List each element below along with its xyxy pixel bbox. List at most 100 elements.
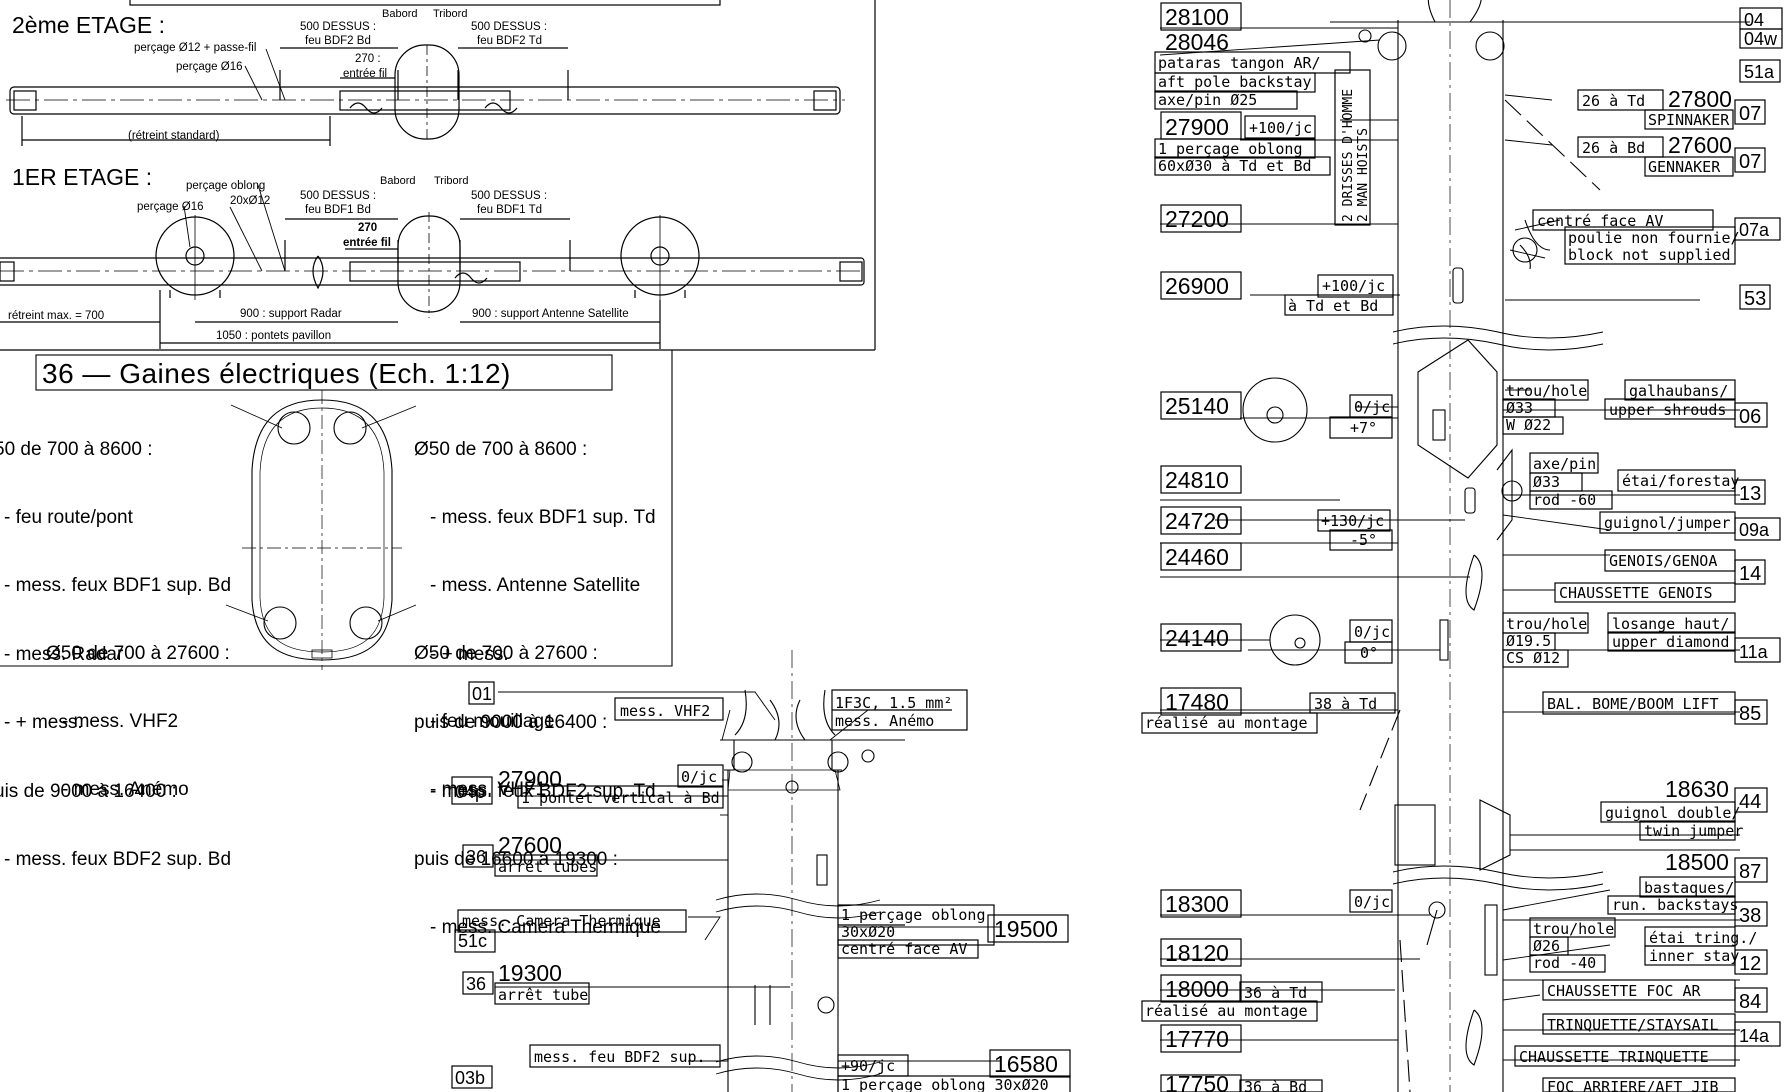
- conduits-tl-6: uis de 9000 à 16400 :: [0, 780, 177, 802]
- conduits-tr-2: - mess. feux BDF1 sup. Td: [430, 506, 656, 528]
- label-oblong: 1 perçage oblong: [1158, 140, 1303, 158]
- label-td38: 38 à Td: [1314, 695, 1377, 713]
- floor1-hole-b: perçage Ø16: [137, 201, 204, 213]
- tag-87: 87: [1739, 861, 1761, 883]
- label-centre: centré face AV: [1537, 212, 1663, 230]
- floor1-top-right-2: feu BDF1 Td: [477, 204, 542, 216]
- conduits-top-left: 50 de 700 à 8600 : - feu route/pont - me…: [0, 393, 231, 895]
- label-angle-0: 0°: [1360, 644, 1378, 662]
- tag-04: 04: [1744, 10, 1764, 30]
- label-d26: Ø26: [1533, 937, 1560, 955]
- label-chaussette-foc: CHAUSSETTE FOC AR: [1547, 982, 1701, 1000]
- tag-44: 44: [1739, 791, 1761, 813]
- label-etai-tring: étai tring./: [1649, 929, 1757, 947]
- conduits-br-3: - mess. VHF1: [430, 779, 547, 801]
- label-poulie: poulie non fournie/: [1568, 229, 1740, 247]
- floor1-group: [0, 0, 876, 351]
- label-size: 60xØ30 à Td et Bd: [1158, 157, 1312, 175]
- height-25140: 25140: [1165, 393, 1229, 419]
- floor1-hole-a-1: perçage oblong: [186, 180, 265, 192]
- label-chaussette-genois: CHAUSSETTE GENOIS: [1559, 584, 1713, 602]
- label-drisses: 2 DRISSES D'HOMME: [1341, 89, 1356, 222]
- floor1-top-right-1: 500 DESSUS :: [471, 190, 547, 202]
- mast-dashed-stays: [1359, 99, 1601, 1092]
- floor1-top-left-1: 500 DESSUS :: [300, 190, 376, 202]
- floor1-dim-pontets: 1050 : pontets pavillon: [216, 330, 331, 342]
- label-jc100-b: +100/jc: [1322, 277, 1385, 295]
- conduits-br-1: Ø50 de 700 à 27600 :: [414, 642, 598, 664]
- label-cable: 1F3C, 1.5 mm²: [835, 694, 952, 712]
- label-size-top: 30xØ20: [841, 923, 895, 941]
- label-montage-2: réalisé au montage: [1145, 1002, 1308, 1020]
- conduits-title: 36 — Gaines électriques (Ech. 1:12): [42, 358, 511, 389]
- floor1-dim-left: rétreint max. = 700: [8, 310, 104, 322]
- height-19300: 19300: [498, 960, 562, 986]
- tag-03b: 03b: [455, 1068, 485, 1088]
- mast-boxes: [1141, 2, 1783, 1092]
- label-aft-pole: aft pole backstay: [1158, 73, 1312, 91]
- floor1-leaders: [183, 184, 286, 272]
- conduits-top-right: Ø50 de 700 à 8600 : - mess. feux BDF1 su…: [414, 393, 661, 963]
- floor2-tribord: Tribord: [433, 8, 467, 20]
- tag-11a: 11a: [1739, 642, 1769, 662]
- height-18500: 18500: [1665, 849, 1729, 875]
- tag-36-b: 36: [466, 974, 486, 994]
- label-centre-top: centré face AV: [841, 940, 967, 958]
- height-24810: 24810: [1165, 467, 1229, 493]
- height-18300: 18300: [1165, 891, 1229, 917]
- height-17750: 17750: [1165, 1071, 1229, 1092]
- tag-07-a: 07: [1739, 103, 1761, 125]
- label-cs12: CS Ø12: [1506, 649, 1560, 667]
- tag-14a: 14a: [1739, 1026, 1770, 1046]
- label-rod60: rod -60: [1533, 491, 1596, 509]
- conduits-bottom-right: Ø50 de 700 à 27600 : - feu mouillage - m…: [414, 597, 598, 825]
- floor2-top-left-1: 500 DESSUS :: [300, 21, 376, 33]
- label-chaussette-trinq: CHAUSSETTE TRINQUETTE: [1519, 1048, 1709, 1066]
- tag-13: 13: [1739, 483, 1761, 505]
- label-trinquette: TRINQUETTE/STAYSAIL: [1547, 1016, 1719, 1034]
- mast-drawing: [1242, 0, 1750, 1092]
- label-montage: réalisé au montage: [1145, 714, 1308, 732]
- conduits-tr-1: Ø50 de 700 à 8600 :: [414, 438, 588, 460]
- floor2-leaders: [244, 48, 286, 101]
- floor2-wire-1: 270 :: [355, 53, 381, 65]
- floor1-dim-radar: 900 : support Radar: [240, 308, 342, 320]
- tag-07-b: 07: [1739, 151, 1761, 173]
- tag-12: 12: [1739, 953, 1761, 975]
- tag-36-a: 36: [466, 847, 486, 867]
- floor1-dim-sat: 900 : support Antenne Satellite: [472, 308, 629, 320]
- label-td-bd: à Td et Bd: [1288, 297, 1378, 315]
- conduits-bl-3: - mess. Anémo: [62, 779, 189, 801]
- conduits-br-2: - feu mouillage: [430, 710, 555, 732]
- label-jc100-a: +100/jc: [1249, 119, 1312, 137]
- label-bdf2: mess. feu BDF2 sup.: [534, 1048, 706, 1066]
- label-pataras: pataras tangon AR/: [1158, 54, 1321, 72]
- floor2-group: [6, 0, 845, 146]
- floor1-hole-a-2: 20xØ12: [230, 195, 270, 207]
- floor1-babord: Babord: [380, 175, 415, 187]
- conduits-bl-2: - mess. VHF2: [62, 710, 179, 732]
- label-galhaubans: galhaubans/: [1629, 382, 1728, 400]
- height-16580: 16580: [994, 1051, 1058, 1077]
- tag-07a: 07a: [1739, 220, 1770, 240]
- label-pontet: 1 pontet vertical à Bd: [521, 789, 720, 807]
- label-angle-5: -5°: [1350, 531, 1377, 549]
- conduits-tr-5: puis de 9000 à 16400 :: [414, 712, 608, 734]
- tag-09a: 09a: [1739, 520, 1770, 540]
- height-27900-top: 27900: [498, 766, 562, 792]
- label-upper-shrouds: upper shrouds: [1609, 401, 1726, 419]
- tag-51c: 51c: [458, 931, 487, 951]
- height-28046: 28046: [1165, 29, 1229, 55]
- label-bastaques: bastaques/: [1644, 879, 1734, 897]
- height-18000: 18000: [1165, 976, 1229, 1002]
- conduits-tr-4: - + mess.: [430, 643, 509, 665]
- tag-01: 01: [472, 684, 492, 704]
- label-trou-1: trou/hole: [1506, 382, 1587, 400]
- tag-38: 38: [1739, 905, 1761, 927]
- label-oblong2: 1 perçage oblong 30xØ20: [841, 1076, 1049, 1092]
- height-26900: 26900: [1165, 273, 1229, 299]
- height-27600: 27600: [1668, 132, 1732, 158]
- label-upper-diamond: upper diamond: [1612, 633, 1729, 651]
- label-genois: GENOIS/GENOA: [1609, 552, 1717, 570]
